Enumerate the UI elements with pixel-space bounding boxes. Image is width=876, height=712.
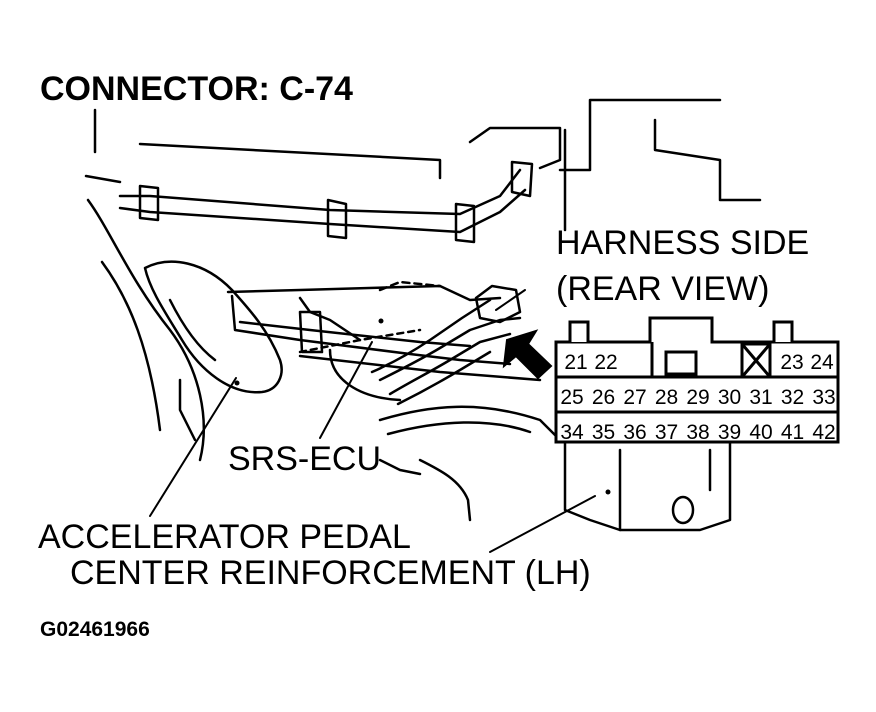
- left-panel-base: [178, 378, 197, 442]
- clip-1: [138, 184, 160, 222]
- pin-number: 24: [810, 351, 834, 374]
- ecu-bottom: [298, 354, 542, 382]
- clip-3: [454, 202, 476, 244]
- pins-row-2: 25 26 27 28 29 30 31 32 33: [560, 386, 835, 409]
- left-panel-curve: [86, 198, 205, 462]
- wiring-harness-4: [370, 298, 492, 374]
- blocked-cavity-x2: [740, 343, 772, 378]
- dash-right-frame: [468, 126, 562, 170]
- harness-hook: [328, 348, 402, 402]
- leader-reinforcement: [489, 495, 596, 553]
- left-panel-curve-2: [100, 260, 162, 432]
- clip-4: [510, 160, 534, 198]
- harness-side-label: HARNESS SIDE: [556, 224, 810, 262]
- wiring-harness: [378, 316, 522, 382]
- lower-duct: [378, 405, 562, 442]
- pins-row-1: 21 22 23 24: [564, 351, 834, 374]
- pin-number: 38: [686, 421, 709, 444]
- left-vent-inner: [168, 298, 217, 362]
- srs-ecu-label: SRS-ECU: [228, 440, 382, 478]
- pin-number: 34: [560, 421, 584, 444]
- vent-dot: [234, 380, 240, 386]
- clip-2: [326, 198, 348, 240]
- ecu-dot: [378, 318, 384, 324]
- pin-number: 37: [655, 421, 678, 444]
- pin-number: 29: [686, 386, 709, 409]
- crossbar-tube-lower: [118, 188, 527, 234]
- crossbar-tube: [118, 168, 522, 216]
- connector-key: [664, 350, 698, 376]
- rear-view-label: (REAR VIEW): [556, 270, 770, 308]
- pin-number: 27: [623, 386, 646, 409]
- connector-tab-right: [772, 320, 794, 342]
- pin-number: 21: [564, 351, 587, 374]
- pin-number: 36: [623, 421, 646, 444]
- ecu-dashed-left: [298, 328, 422, 354]
- pin-number: 35: [592, 421, 615, 444]
- wiring-harness-2: [388, 332, 512, 396]
- pin-number: 22: [594, 351, 617, 374]
- pin-number: 26: [592, 386, 615, 409]
- leader-srs-ecu: [319, 341, 373, 439]
- pin-number: 33: [812, 386, 835, 409]
- pin-number: 31: [749, 386, 772, 409]
- pin-number: 39: [718, 421, 741, 444]
- connector-tab-left: [568, 320, 590, 342]
- dash-top-line-2: [138, 142, 442, 180]
- dash-left-edge: [84, 174, 122, 184]
- left-vent: [143, 260, 283, 394]
- pillar-hole: [671, 495, 695, 525]
- connector-title: CONNECTOR: C-74: [40, 70, 353, 108]
- dash-right-frame-2: [558, 98, 722, 172]
- lower-duct-2: [386, 421, 532, 436]
- center-reinforcement-label: CENTER REINFORCEMENT (LH): [70, 554, 591, 592]
- ecu-bracket: [298, 310, 324, 354]
- wiring-harness-3: [396, 350, 492, 406]
- pin-number: 40: [749, 421, 772, 444]
- pins-row-3: 34 35 36 37 38 39 40 41 42: [560, 421, 835, 444]
- pin-number: 23: [780, 351, 803, 374]
- accelerator-pedal-label: ACCELERATOR PEDAL: [38, 518, 411, 556]
- leader-accelerator: [149, 377, 237, 517]
- harness-connector: [474, 284, 522, 324]
- floor-curve: [418, 458, 472, 522]
- pin-number: 30: [718, 386, 741, 409]
- ecu-dashed-edge: [378, 280, 442, 292]
- pin-number: 41: [781, 421, 804, 444]
- pointer-arrow-icon: [502, 329, 553, 380]
- ecu-front: [230, 294, 512, 366]
- pin-number: 28: [655, 386, 678, 409]
- dash-right-panel: [653, 118, 762, 202]
- pin-number: 25: [560, 386, 583, 409]
- figure-id: G02461966: [40, 618, 150, 641]
- pin-number: 42: [812, 421, 835, 444]
- pillar-dot: [605, 489, 611, 495]
- pin-number: 32: [781, 386, 804, 409]
- floor-line: [378, 458, 422, 476]
- leader-harness: [495, 289, 526, 311]
